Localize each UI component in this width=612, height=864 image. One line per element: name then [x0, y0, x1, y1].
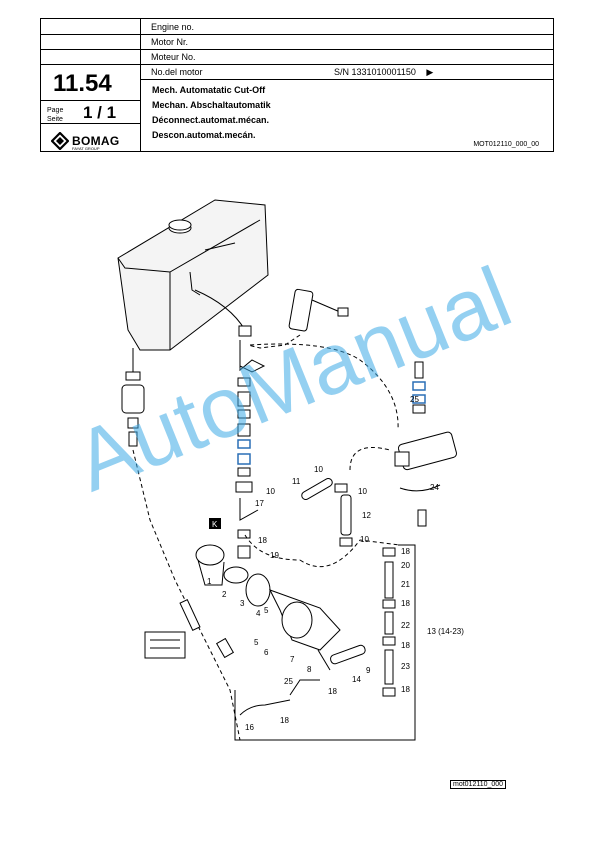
assembly-bracket-line: [234, 544, 416, 741]
header-divider: [41, 64, 553, 65]
callout: 10: [314, 465, 323, 474]
inline-fuel-filter: [121, 348, 145, 447]
callout: 18: [280, 716, 289, 725]
injection-pump: [195, 544, 341, 671]
callout: 21: [401, 580, 410, 589]
drawing-code: MOT012110_000_00: [473, 141, 539, 148]
callout: 18: [401, 599, 410, 608]
fitting-stack: [194, 289, 266, 559]
callout: 4: [256, 609, 261, 618]
callout: 24: [430, 483, 439, 492]
serial-number-text: S/N 1331010001150: [334, 67, 416, 77]
header-divider: [41, 123, 140, 124]
callout: 18: [328, 687, 337, 696]
header-divider-vertical: [140, 19, 141, 151]
brand-name: BOMAG: [72, 134, 120, 148]
callout: 1: [207, 577, 212, 586]
callout: 5: [254, 638, 259, 647]
injector-top: [247, 288, 349, 349]
header-table: Engine no. Motor Nr. Moteur No. No.del m…: [40, 18, 554, 152]
callout: 10: [358, 487, 367, 496]
callout: 10: [360, 535, 369, 544]
callout: 18: [401, 641, 410, 650]
callout: 12: [362, 511, 371, 520]
hose-stack: [382, 547, 396, 697]
group-number: 11.54: [53, 70, 112, 97]
k-marker: K: [212, 520, 218, 529]
pump-inset-icon: [144, 631, 186, 659]
title-es: Descon.automat.mecán.: [152, 130, 256, 140]
callout: 5: [264, 606, 269, 615]
fuel-tank: [117, 199, 269, 351]
engine-no-label: Engine no.: [151, 22, 195, 32]
callout: 10: [266, 487, 275, 496]
header-divider: [140, 79, 553, 80]
title-en: Mech. Automatatic Cut-Off: [152, 85, 266, 95]
nodel-motor-label: No.del motor: [151, 67, 203, 77]
callout-labels: 25 10 11 10 10 17 12 24 10 18 19 18 20 2…: [207, 395, 464, 732]
serial-arrow-icon: ▶: [426, 67, 434, 77]
injector-right: [394, 361, 458, 527]
callout: 17: [255, 499, 264, 508]
title-fr: Déconnect.automat.mécan.: [152, 115, 270, 125]
callout: 19: [270, 551, 279, 560]
callout: 11: [292, 477, 301, 486]
header-divider: [41, 34, 553, 35]
figure-reference: mot012110_000: [450, 780, 507, 789]
callout: 18: [401, 685, 410, 694]
moteur-no-label: Moteur No.: [151, 52, 196, 62]
callout: 6: [264, 648, 269, 657]
callout: 14: [352, 675, 361, 684]
header-divider: [41, 49, 553, 50]
page-label: Page Seite: [47, 106, 63, 124]
title-de: Mechan. Abschaltautomatik: [152, 100, 271, 110]
callout: 2: [222, 590, 227, 599]
page-label-en: Page: [47, 107, 64, 114]
callout: 8: [307, 665, 312, 674]
callout: 18: [258, 536, 267, 545]
callout: 25: [284, 677, 293, 686]
callout: 18: [401, 547, 410, 556]
callout: 16: [245, 723, 254, 732]
bomag-logo: BOMAG FAYAT GROUP: [51, 132, 120, 151]
page-value: 1 / 1: [83, 103, 117, 122]
motor-nr-label: Motor Nr.: [151, 37, 189, 47]
callout: 20: [401, 561, 410, 570]
header-divider: [41, 100, 140, 101]
callout: 13 (14-23): [427, 627, 464, 636]
callout: 23: [401, 662, 410, 671]
callout: 3: [240, 599, 245, 608]
bomag-diamond-icon: [51, 132, 69, 150]
page-label-de: Seite: [47, 116, 63, 123]
callout: 25: [410, 395, 419, 404]
callout: 7: [290, 655, 295, 664]
serial-number: S/N 1331010001150 ▶: [334, 67, 433, 78]
k-marker-box: [209, 518, 221, 529]
callout: 9: [366, 666, 371, 675]
brand-subtitle: FAYAT GROUP: [72, 146, 100, 151]
callout: 22: [401, 621, 410, 630]
